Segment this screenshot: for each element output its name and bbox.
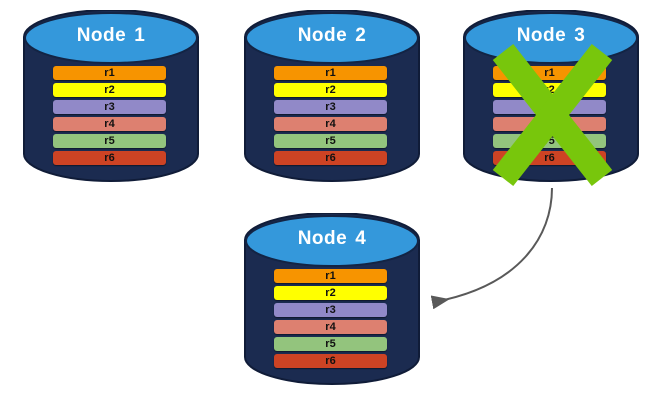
- record-bar[interactable]: r6: [274, 151, 387, 165]
- record-label: r5: [325, 135, 336, 147]
- record-bar[interactable]: r5: [274, 134, 387, 148]
- record-label: r2: [104, 84, 115, 96]
- record-bar[interactable]: r3: [274, 100, 387, 114]
- record-bar[interactable]: r4: [274, 320, 387, 334]
- record-bar[interactable]: r1: [53, 66, 166, 80]
- record-bar[interactable]: r5: [53, 134, 166, 148]
- record-bar[interactable]: r2: [274, 83, 387, 97]
- record-label: r1: [325, 67, 336, 79]
- record-bar[interactable]: r2: [493, 83, 606, 97]
- record-label: r6: [544, 152, 555, 164]
- arrow-path: [430, 187, 553, 310]
- record-bar[interactable]: r3: [53, 100, 166, 114]
- record-label: r3: [325, 101, 336, 113]
- record-bar[interactable]: r5: [493, 134, 606, 148]
- record-bar[interactable]: r4: [53, 117, 166, 131]
- record-label: r1: [104, 67, 115, 79]
- record-bar[interactable]: r1: [493, 66, 606, 80]
- record-bar[interactable]: r2: [274, 286, 387, 300]
- record-bar[interactable]: r4: [274, 117, 387, 131]
- record-label: r6: [104, 152, 115, 164]
- record-bar[interactable]: r4: [493, 117, 606, 131]
- record-label: r5: [325, 338, 336, 350]
- record-label: r4: [104, 118, 115, 130]
- record-bar[interactable]: r6: [274, 354, 387, 368]
- record-list: r1 r2 r3 r4 r5 r6: [274, 66, 387, 165]
- record-bar[interactable]: r3: [274, 303, 387, 317]
- record-bar[interactable]: r6: [53, 151, 166, 165]
- record-list: r1 r2 r3 r4 r5 r6: [274, 269, 387, 368]
- record-label: r5: [104, 135, 115, 147]
- record-label: r4: [325, 321, 336, 333]
- record-label: r2: [325, 84, 336, 96]
- record-bar[interactable]: r6: [493, 151, 606, 165]
- record-bar[interactable]: r2: [53, 83, 166, 97]
- record-bar[interactable]: r5: [274, 337, 387, 351]
- record-label: r3: [325, 304, 336, 316]
- record-bar[interactable]: r3: [493, 100, 606, 114]
- record-label: r2: [544, 84, 555, 96]
- record-label: r4: [325, 118, 336, 130]
- cylinder-top: [464, 12, 638, 64]
- record-label: r1: [325, 270, 336, 282]
- record-label: r3: [544, 101, 555, 113]
- record-label: r6: [325, 355, 336, 367]
- record-bar[interactable]: r1: [274, 269, 387, 283]
- record-list: r1 r2 r3 r4 r5 r6: [53, 66, 166, 165]
- record-label: r4: [544, 118, 555, 130]
- record-label: r6: [325, 152, 336, 164]
- record-label: r2: [325, 287, 336, 299]
- record-list: r1 r2 r3 r4 r5 r6: [493, 66, 606, 165]
- record-label: r1: [544, 67, 555, 79]
- record-label: r3: [104, 101, 115, 113]
- cylinder-top: [245, 12, 419, 64]
- cylinder-top: [245, 215, 419, 267]
- record-label: r5: [544, 135, 555, 147]
- record-bar[interactable]: r1: [274, 66, 387, 80]
- cylinder-top: [24, 12, 198, 64]
